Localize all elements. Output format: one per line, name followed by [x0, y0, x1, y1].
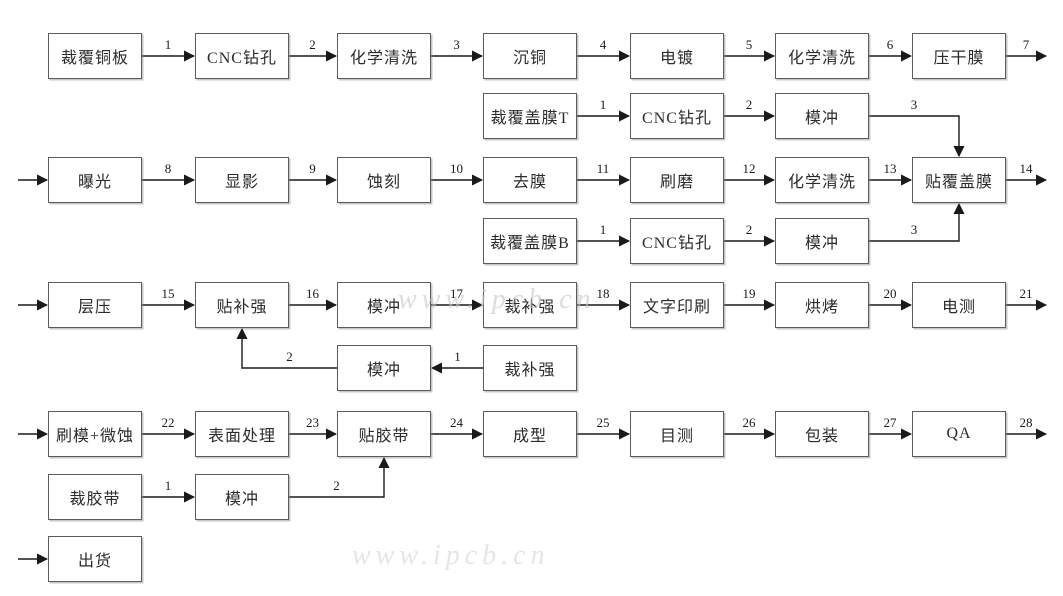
- flow-connector: [289, 456, 390, 498]
- arrow-number-label: 3: [910, 97, 918, 112]
- arrow-number-label: 3: [453, 37, 460, 52]
- arrow-number-label: 26: [742, 415, 756, 430]
- arrow-number-label: 27: [883, 415, 897, 430]
- node-developing: 显影: [195, 157, 289, 203]
- arrow-number-label: 1: [454, 349, 461, 364]
- arrow-number-label: 15: [161, 286, 175, 301]
- arrow-number-label: 2: [745, 97, 753, 112]
- arrow-number-label: 13: [883, 161, 897, 176]
- arrow-number-label: 28: [1019, 415, 1033, 430]
- node-cnc-drill-1: CNC钻孔: [195, 33, 289, 79]
- node-lamination: 层压: [48, 282, 142, 328]
- arrow-number-label: 7: [1022, 37, 1030, 52]
- node-strip-film: 去膜: [483, 157, 577, 203]
- node-cut-copper-clad: 裁覆铜板: [48, 33, 142, 79]
- node-punch-8: 模冲: [195, 474, 289, 520]
- arrow-number-label: 22: [161, 415, 175, 430]
- node-cut-coverlay-t: 裁覆盖膜T: [483, 93, 577, 139]
- arrow-number-label: 6: [886, 37, 894, 52]
- arrow-number-label: 24: [450, 415, 463, 430]
- node-electroplating: 电镀: [630, 33, 724, 79]
- flow-connector: [869, 115, 965, 158]
- arrow-number-label: 10: [450, 161, 463, 176]
- node-e-test: 电测: [912, 282, 1006, 328]
- arrow-number-label: 1: [164, 37, 172, 52]
- arrow-number-label: 1: [599, 97, 607, 112]
- flow-connector: [869, 202, 965, 242]
- arrow-number-label: 3: [910, 222, 918, 237]
- arrow-number-label: 25: [596, 415, 610, 430]
- node-chem-clean-2: 化学清洗: [775, 33, 869, 79]
- node-attach-tape: 贴胶带: [337, 411, 431, 457]
- node-visual-inspect: 目测: [630, 411, 724, 457]
- node-coverlay-lam: 贴覆盖膜: [912, 157, 1006, 203]
- node-chem-clean-3: 化学清洗: [775, 157, 869, 203]
- node-surface-finish: 表面处理: [195, 411, 289, 457]
- node-punch-5: 模冲: [337, 282, 431, 328]
- node-brush-microetch: 刷模+微蚀: [48, 411, 142, 457]
- arrow-number-label: 2: [286, 349, 293, 364]
- arrow-number-label: 21: [1019, 286, 1033, 301]
- arrow-number-label: 17: [450, 286, 463, 301]
- node-cut-tape: 裁胶带: [48, 474, 142, 520]
- node-attach-stiffener: 贴补强: [195, 282, 289, 328]
- arrow-number-label: 2: [333, 478, 340, 493]
- node-cnc-drill-3: CNC钻孔: [630, 218, 724, 264]
- arrow-number-label: 12: [742, 161, 756, 176]
- node-packing: 包装: [775, 411, 869, 457]
- node-cut-stiffener-5: 裁补强: [483, 282, 577, 328]
- arrow-number-label: 18: [596, 286, 610, 301]
- arrow-number-label: 16: [306, 286, 319, 301]
- node-dry-film-press: 压干膜: [912, 33, 1006, 79]
- node-punch-b: 模冲: [775, 218, 869, 264]
- node-baking: 烘烤: [775, 282, 869, 328]
- arrow-number-label: 14: [1019, 161, 1033, 176]
- arrow-number-label: 1: [599, 222, 607, 237]
- node-legend-print: 文字印刷: [630, 282, 724, 328]
- arrow-number-label: 19: [742, 286, 756, 301]
- node-exposure: 曝光: [48, 157, 142, 203]
- node-forming: 成型: [483, 411, 577, 457]
- arrow-number-label: 2: [309, 37, 316, 52]
- arrow-number-label: 8: [164, 161, 172, 176]
- arrow-number-label: 4: [599, 37, 607, 52]
- node-etching: 蚀刻: [337, 157, 431, 203]
- arrow-number-label: 20: [883, 286, 897, 301]
- node-shipment: 出货: [48, 536, 142, 582]
- arrow-number-label: 9: [309, 161, 316, 176]
- node-chem-clean-1: 化学清洗: [337, 33, 431, 79]
- arrow-number-label: 11: [596, 161, 610, 176]
- arrow-number-label: 23: [306, 415, 319, 430]
- node-cut-coverlay-b: 裁覆盖膜B: [483, 218, 577, 264]
- node-punch-t: 模冲: [775, 93, 869, 139]
- arrow-number-label: 5: [745, 37, 753, 52]
- node-cnc-drill-2: CNC钻孔: [630, 93, 724, 139]
- node-qa: QA: [912, 411, 1006, 457]
- arrow-number-label: 2: [745, 222, 753, 237]
- node-cut-stiffener-6: 裁补强: [483, 345, 577, 391]
- node-brush-grind: 刷磨: [630, 157, 724, 203]
- node-punch-6: 模冲: [337, 345, 431, 391]
- flow-connector: [236, 327, 337, 369]
- arrow-number-label: 1: [164, 478, 172, 493]
- node-copper-deposition: 沉铜: [483, 33, 577, 79]
